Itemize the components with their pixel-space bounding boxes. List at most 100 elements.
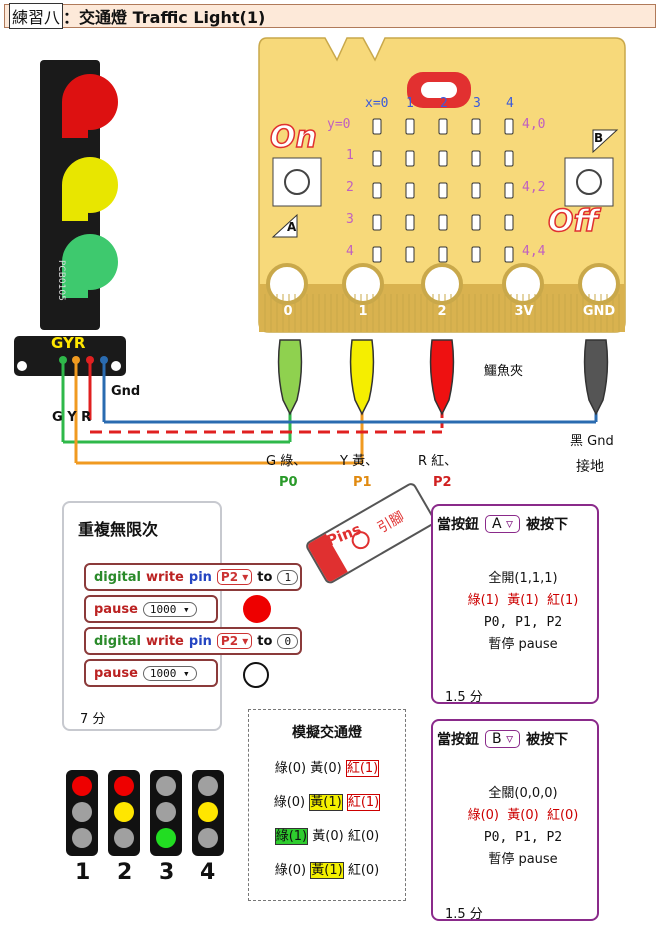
x-axis-label-0: x=0	[365, 96, 389, 111]
yellow-wire-label: Y 黃、	[340, 454, 379, 469]
on-text: On	[269, 119, 317, 156]
x-axis-label-4: 4	[506, 96, 514, 111]
pins-tag-glyph: 引腳	[374, 508, 408, 537]
y-axis-label-2: 2	[346, 180, 354, 195]
state-1-lamp-3	[72, 828, 92, 848]
y-axis-label-1: 1	[346, 148, 354, 163]
loop-score: 7 分	[80, 712, 106, 727]
title-bar: 練習八 ： 交通燈 Traffic Light(1)	[4, 3, 656, 29]
sim-row-3: 綠(1) 黃(0) 紅(0)	[274, 828, 380, 845]
off-indicator	[243, 662, 269, 688]
yellow-led-stem	[62, 185, 88, 221]
led-4-2	[504, 182, 514, 199]
led-1-1	[405, 150, 415, 167]
red-on-indicator	[243, 595, 271, 623]
led-3-2	[471, 182, 481, 199]
state-3-lamp-3	[156, 828, 176, 848]
p0-label: P0	[279, 475, 298, 490]
button-a-arrow	[271, 213, 298, 238]
pin-dot-gnd	[100, 356, 108, 364]
pins-gyr-label: G Y R	[52, 410, 92, 425]
led-4-3	[504, 214, 514, 231]
clip-label: 鱷魚夾	[484, 364, 524, 379]
led-matrix	[372, 118, 514, 263]
coord-4-2: 4,2	[522, 180, 546, 195]
led-0-1	[372, 150, 382, 167]
state-1-lamp-1	[72, 776, 92, 796]
simulation-title: 模擬交通燈	[292, 725, 362, 741]
led-0-2	[372, 182, 382, 199]
pin-3v-label: 3V	[514, 304, 534, 319]
pause-ms-2[interactable]: 1000 ▾	[142, 665, 197, 681]
led-1-3	[405, 214, 415, 231]
button-a-dropdown[interactable]: A ▿	[485, 515, 521, 533]
event-button-b[interactable]: 當按鈕 B ▿ 被按下 全關(0,0,0) 綠(0) 黃(0) 紅(0) P0,…	[431, 719, 599, 922]
pin-gnd-label: GND	[582, 304, 616, 319]
gnd-wire-label: 黑 Gnd	[570, 434, 614, 449]
pause-ms-1[interactable]: 1000 ▾	[142, 601, 197, 617]
clip-yellow	[349, 339, 375, 416]
ground-label: 接地	[576, 459, 604, 475]
event-button-a[interactable]: 當按鈕 A ▿ 被按下 全開(1,1,1) 綠(1) 黃(1) 紅(1) P0,…	[431, 504, 599, 705]
mount-hole-right	[111, 361, 121, 371]
edge-fingers	[264, 294, 620, 332]
led-2-0	[438, 118, 448, 135]
page-title: 交通燈 Traffic Light(1)	[79, 8, 266, 27]
digital-write-on-block[interactable]: digital write pin P2 ▾ to 1	[84, 563, 302, 591]
value-off[interactable]: 0	[277, 633, 299, 649]
sim-row-4: 綠(0) 黃(1) 紅(0)	[274, 862, 380, 879]
button-b-dropdown[interactable]: B ▿	[485, 730, 521, 748]
event-a-score: 1.5 分	[445, 690, 483, 705]
button-b-arrow	[592, 129, 619, 154]
state-2-lamp-2	[114, 802, 134, 822]
module-model: PCB0105	[56, 260, 66, 301]
y-axis-label-0: y=0	[327, 117, 351, 132]
value-on[interactable]: 1	[277, 569, 299, 585]
state-1-lamp-2	[72, 802, 92, 822]
pin-dropdown-2[interactable]: P2 ▾	[216, 633, 253, 649]
mount-hole-left	[17, 361, 27, 371]
x-axis-label-3: 3	[473, 96, 481, 111]
sim-row-2: 綠(0) 黃(1) 紅(1)	[273, 794, 381, 811]
digital-write-off-block[interactable]: digital write pin P2 ▾ to 0	[84, 627, 302, 655]
led-3-4	[471, 246, 481, 263]
x-axis-label-2: 2	[440, 96, 448, 111]
state-label-2: 2	[117, 860, 133, 885]
button-b-cap	[576, 169, 602, 195]
state-2-lamp-3	[114, 828, 134, 848]
led-4-0	[504, 118, 514, 135]
led-1-0	[405, 118, 415, 135]
p1-label: P1	[353, 475, 372, 490]
button-a-cap	[284, 169, 310, 195]
y-axis-label-4: 4	[346, 244, 354, 259]
module-base	[14, 336, 126, 376]
green-wire-label: G 綠、	[266, 454, 307, 469]
pin-dropdown[interactable]: P2 ▾	[216, 569, 253, 585]
led-2-4	[438, 246, 448, 263]
event-b-score: 1.5 分	[445, 907, 483, 922]
simulation-box: 模擬交通燈 綠(0) 黃(0) 紅(1) 綠(0) 黃(1) 紅(1) 綠(1)…	[248, 709, 406, 901]
pin-gnd-hole	[578, 263, 620, 305]
module-gyr-label: GYR	[51, 334, 86, 352]
state-2-lamp-1	[114, 776, 134, 796]
pause-block-1[interactable]: pause 1000 ▾	[84, 595, 218, 623]
light-states	[66, 770, 224, 856]
y-axis-label-3: 3	[346, 212, 354, 227]
event-a-all-on: 全開(1,1,1)	[488, 571, 558, 586]
state-4-lamp-2	[198, 802, 218, 822]
event-b-all-off: 全關(0,0,0)	[488, 786, 558, 801]
led-4-1	[504, 150, 514, 167]
p2-label: P2	[433, 475, 452, 490]
pin-2-hole	[421, 263, 463, 305]
lesson-label: 練習八	[9, 3, 64, 29]
pin-0-hole	[266, 263, 308, 305]
pin-dot-r	[86, 356, 94, 364]
clip-green	[277, 339, 303, 416]
led-2-2	[438, 182, 448, 199]
off-text: Off	[547, 203, 599, 240]
pause-block-2[interactable]: pause 1000 ▾	[84, 659, 218, 687]
led-1-2	[405, 182, 415, 199]
led-3-1	[471, 150, 481, 167]
pin-2-label: 2	[437, 304, 447, 319]
coord-4-0: 4,0	[522, 117, 546, 132]
